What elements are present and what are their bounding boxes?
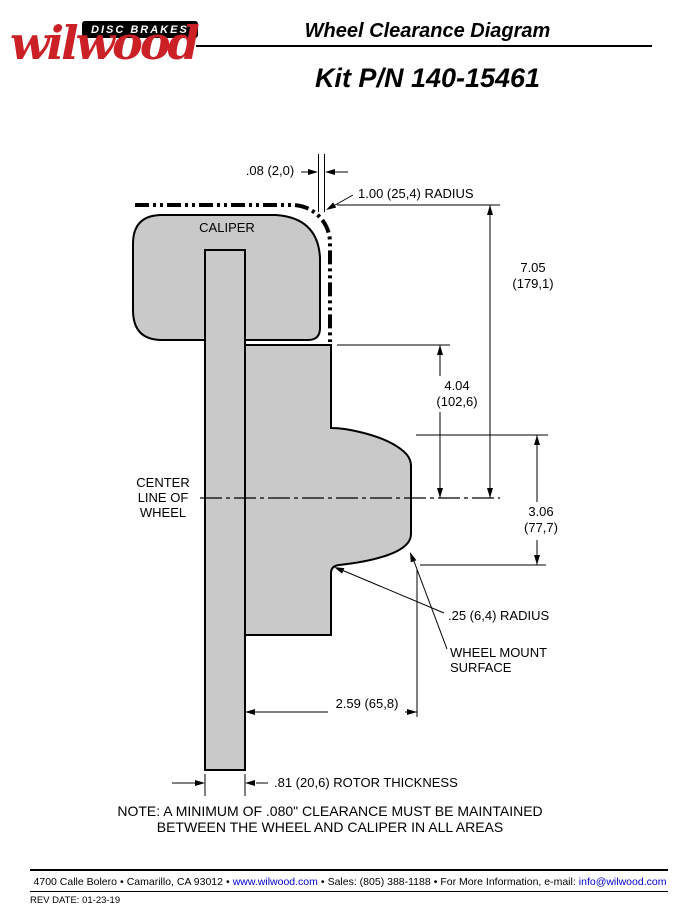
dim-clearance: .08 (2,0): [246, 154, 348, 212]
wheel-contour-line: [135, 203, 332, 342]
mount-height-in: 3.06: [528, 504, 553, 519]
note-line-1: NOTE: A MINIMUM OF .080" CLEARANCE MUST …: [117, 803, 542, 819]
wheel-mount-text-2: SURFACE: [450, 660, 512, 675]
centerline-label-3: WHEEL: [140, 505, 186, 520]
rotor-shape: [204, 249, 246, 771]
rev-date: REV DATE: 01-23-19: [30, 895, 121, 906]
kit-part-number: Kit P/N 140-15461: [314, 63, 541, 93]
inner-radius-text: .25 (6,4) RADIUS: [448, 608, 549, 623]
footer-city: Camarillo, CA 93012: [126, 876, 223, 888]
bullet-separator: •: [120, 876, 124, 888]
dim-clearance-text: .08 (2,0): [246, 163, 294, 178]
footer-divider-top: [30, 869, 668, 871]
dim-mount-depth: 2.59 (65,8): [245, 570, 418, 717]
footer-sales: Sales: (805) 388-1188: [327, 876, 431, 888]
clearance-note: NOTE: A MINIMUM OF .080" CLEARANCE MUST …: [117, 803, 542, 835]
bullet-separator: •: [226, 876, 230, 888]
footer-address: 4700 Calle Bolero: [33, 876, 117, 888]
centerline-label-2: LINE OF: [138, 490, 189, 505]
email-link[interactable]: info@wilwood.com: [578, 876, 667, 888]
bullet-separator: •: [433, 876, 438, 888]
centerline-group: CENTER LINE OF WHEEL: [136, 475, 500, 520]
hat-height-in: 4.04: [444, 378, 469, 393]
bullet-separator: •: [320, 876, 325, 888]
page-title: Wheel Clearance Diagram: [304, 20, 551, 42]
mount-depth-text: 2.59 (65,8): [336, 696, 399, 711]
dim-hat-height: 4.04 (102,6): [337, 344, 478, 498]
website-link[interactable]: www.wilwood.com: [232, 876, 318, 888]
wheel-mount-text-1: WHEEL MOUNT: [450, 645, 547, 660]
overall-height-mm: (179,1): [512, 276, 553, 291]
label-inner-radius: .25 (6,4) RADIUS: [334, 567, 549, 623]
centerline-label-1: CENTER: [136, 475, 189, 490]
dim-overall-height: 7.05 (179,1): [337, 204, 554, 498]
dim-mount-height: 3.06 (77,7): [416, 434, 558, 566]
caliper-label: CALIPER: [199, 220, 255, 235]
wilwood-logo-text: wilwood: [10, 16, 200, 70]
disc-brakes-badge: DISC BRAKES: [82, 21, 198, 38]
label-top-radius: 1.00 (25,4) RADIUS: [326, 186, 474, 210]
footer-info-label: For More Information, e-mail:: [440, 876, 576, 888]
wheel-clearance-diagram: CALIPER CENTER LINE OF WHEEL .08 (2,0) 1…: [117, 154, 558, 835]
footer-info: 4700 Calle Bolero•Camarillo, CA 93012•ww…: [0, 876, 700, 888]
footer-divider-bottom: [30, 891, 668, 892]
note-line-2: BETWEEN THE WHEEL AND CALIPER IN ALL ARE…: [157, 819, 503, 835]
rotor-thickness-text: .81 (20,6) ROTOR THICKNESS: [274, 775, 458, 790]
top-radius-text: 1.00 (25,4) RADIUS: [358, 186, 474, 201]
wilwood-logo: DISC BRAKES wilwood: [10, 12, 202, 70]
overall-height-in: 7.05: [520, 260, 545, 275]
header-divider: [196, 45, 652, 47]
hat-shape: [244, 344, 412, 636]
label-wheel-mount-surface: WHEEL MOUNT SURFACE: [410, 552, 547, 675]
hat-height-mm: (102,6): [436, 394, 477, 409]
dim-rotor-thickness: .81 (20,6) ROTOR THICKNESS: [172, 774, 458, 796]
mount-height-mm: (77,7): [524, 520, 558, 535]
